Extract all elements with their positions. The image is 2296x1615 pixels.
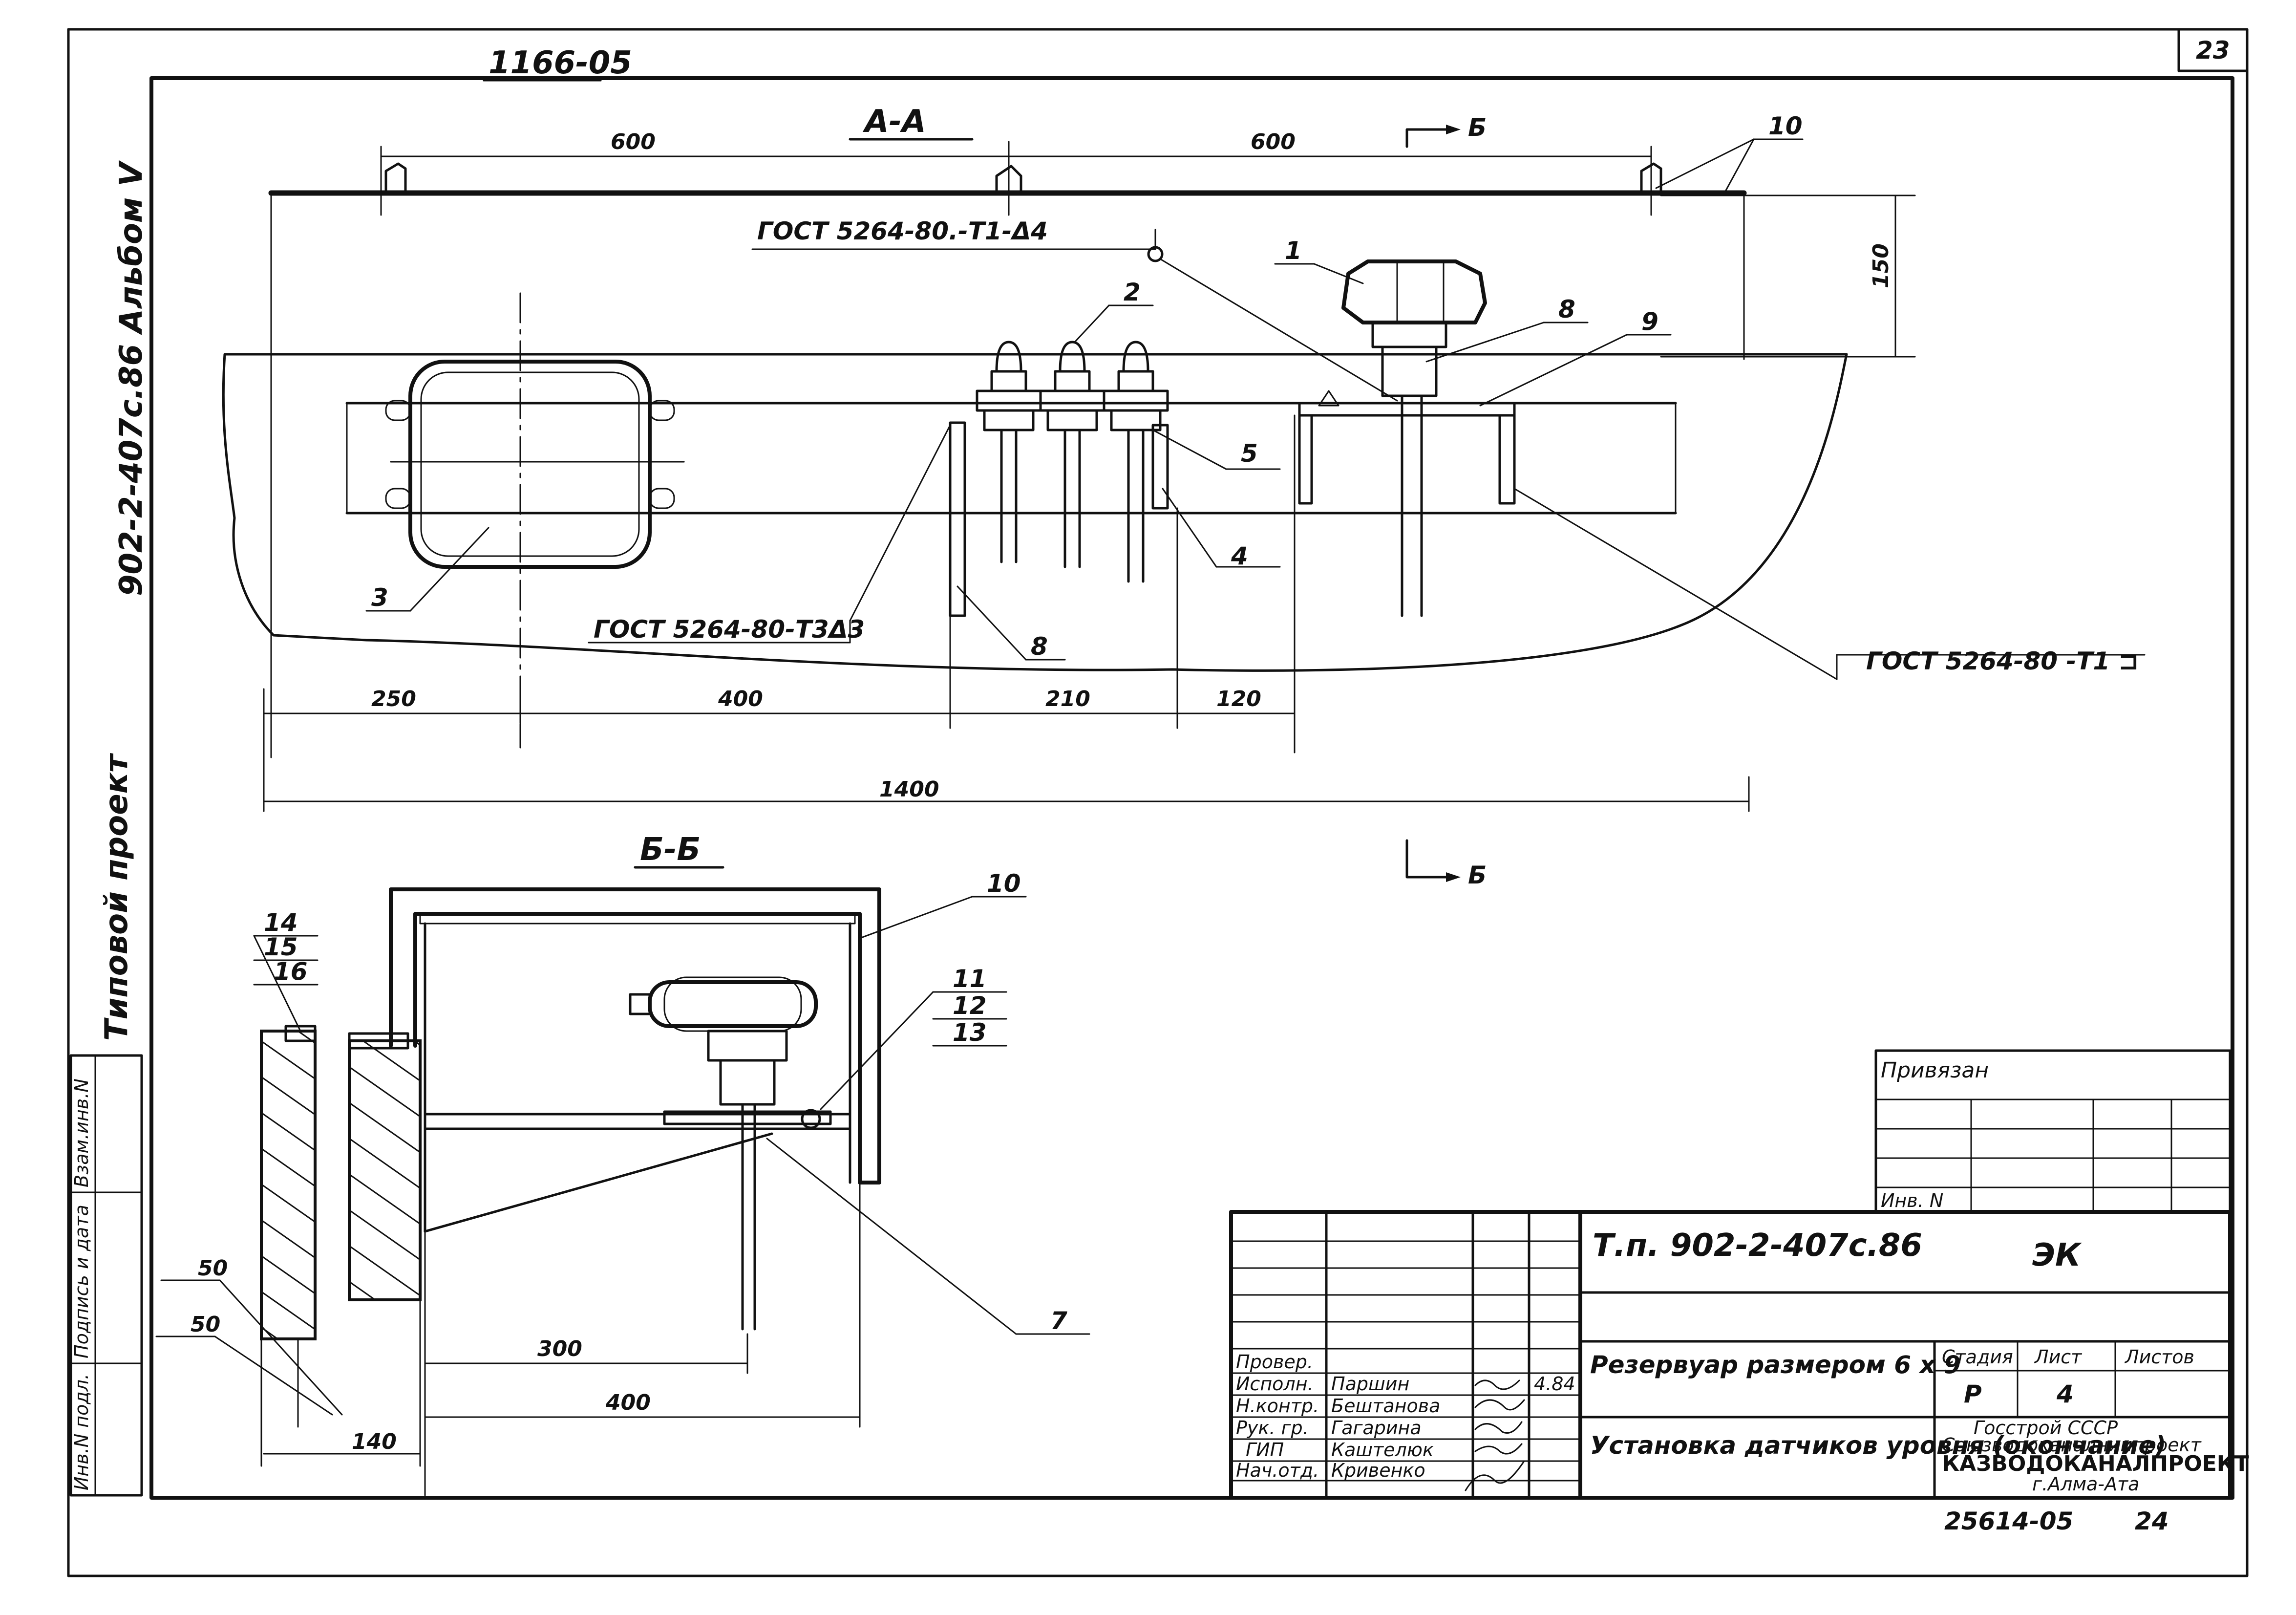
name-executor: Паршин: [1331, 1373, 1409, 1395]
lug: [384, 162, 407, 194]
binding-header: Привязан: [1881, 1058, 1989, 1083]
role-gip: ГИП: [1246, 1439, 1284, 1461]
doc-code: 1166-05: [489, 45, 632, 81]
stamp-column: Инв.N подл. Подпись и дата Взам.инв.N: [69, 1054, 143, 1497]
electrode-group: [976, 341, 1169, 583]
section-aa-title: А-А: [862, 104, 926, 140]
callout-12: 12: [953, 991, 987, 1020]
inner-frame: [149, 76, 2234, 1500]
callout-10-a: 10: [1768, 112, 1803, 140]
name-group-lead: Гагарина: [1331, 1417, 1422, 1439]
outer-border: [67, 28, 2249, 1577]
dim-bottom-4: 120: [1216, 687, 1261, 711]
callout-1: 1: [1285, 237, 1302, 265]
callout-11: 11: [953, 965, 987, 993]
level-sensor: [1341, 259, 1487, 617]
stage-header: Стадия: [1942, 1346, 2013, 1368]
callout-15: 15: [264, 933, 298, 961]
side-title-project: Типовой проект: [99, 753, 135, 1041]
callout-8-b: 8: [1558, 295, 1575, 323]
weld-note-1: ГОСТ 5264-80.-Т1-Δ4: [757, 217, 1048, 245]
signature-mark: [1474, 1399, 1525, 1411]
section-bb: Б-Б 10 11 12 13: [155, 832, 1090, 1496]
org-line-1: Госстрой СССР: [1974, 1417, 2118, 1439]
sheet-no-value: 4: [2056, 1380, 2074, 1408]
role-check: Провер.: [1236, 1351, 1313, 1373]
object-name: Резервуар размером 6 х 9: [1590, 1351, 1961, 1379]
signature-mark: [1465, 1460, 1525, 1491]
dim-total: 1400: [879, 777, 939, 802]
cover-box: [389, 887, 881, 1184]
title-block: Провер. Исполн. Паршин 4.84 Н.контр. Беш…: [1229, 1210, 2249, 1535]
stamp-inv-label: Инв.N подл.: [71, 1374, 92, 1490]
tank-wall-outline: [222, 353, 1848, 672]
callout-3: 3: [371, 583, 388, 612]
callout-4: 4: [1231, 542, 1248, 570]
callout-9: 9: [1641, 307, 1658, 336]
role-executor: Исполн.: [1236, 1373, 1314, 1395]
designation: Т.п. 902-2-407с.86: [1593, 1227, 1922, 1264]
role-norm-control: Н.контр.: [1236, 1395, 1319, 1417]
dim-bb-400: 400: [605, 1390, 651, 1415]
org-line-3: КАЗВОДОКАНАЛПРОЕКТ: [1942, 1451, 2249, 1476]
stamp-sign-label: Подпись и дата: [71, 1205, 92, 1358]
dim-bottom-2: 400: [718, 687, 763, 711]
bottom-page: 24: [2135, 1507, 2169, 1535]
name-dept-head: Кривенко: [1331, 1460, 1425, 1481]
lug: [995, 165, 1022, 194]
callout-10-b: 10: [987, 869, 1021, 898]
sheet-corner-number: 23: [2196, 36, 2230, 65]
role-group-lead: Рук. гр.: [1236, 1417, 1309, 1439]
signature-mark: [1474, 1443, 1523, 1455]
callout-13: 13: [953, 1018, 987, 1047]
role-dept-head: Нач.отд.: [1236, 1460, 1319, 1481]
callout-7: 7: [1050, 1307, 1067, 1335]
org-line-2: Союзводоканалниипроект: [1942, 1434, 2202, 1456]
weld-note-3: ГОСТ 5264-80 -Т1 ⊐: [1866, 647, 2139, 675]
stamp-replace-label: Взам.инв.N: [71, 1078, 92, 1187]
junction-box: [408, 360, 652, 569]
callout-16: 16: [274, 957, 308, 986]
dim-top-left: 600: [611, 129, 656, 154]
stage-value: Р: [1964, 1380, 1982, 1408]
name-gip: Каштелюк: [1331, 1439, 1434, 1461]
dim-bb-50a: 50: [198, 1256, 228, 1281]
side-title-album: 902-2-407с.86 Альбом V: [113, 160, 149, 596]
lug: [1640, 162, 1662, 194]
binding-table: Привязан Инв. N: [1874, 1049, 2232, 1213]
weld-note-2: ГОСТ 5264-80-Т3Δ3: [594, 615, 865, 644]
callout-2: 2: [1124, 278, 1141, 306]
dim-top-right: 600: [1251, 129, 1296, 154]
name-norm-control: Бештанова: [1331, 1395, 1440, 1417]
dim-bb-50b: 50: [191, 1312, 220, 1337]
binding-inv-label: Инв. N: [1881, 1190, 1943, 1211]
section-bb-title: Б-Б: [640, 832, 701, 868]
cut-mark-bottom: Б: [1468, 861, 1487, 889]
dim-bottom-3: 210: [1045, 687, 1090, 711]
sheet-header: Лист: [2034, 1346, 2083, 1368]
signature-mark: [1474, 1421, 1523, 1434]
org-line-4: г.Алма-Ата: [2032, 1473, 2139, 1495]
cut-mark-top: Б: [1468, 113, 1487, 142]
level-sensor-side: [629, 976, 818, 1331]
signature-mark: [1474, 1379, 1520, 1390]
sheets-header: Листов: [2124, 1346, 2194, 1368]
callout-5: 5: [1241, 439, 1258, 468]
dim-height: 150: [1869, 243, 1893, 288]
dim-bb-300: 300: [537, 1336, 582, 1361]
sheet-name: Установка датчиков уровня (окончание): [1590, 1431, 2166, 1460]
callout-8-a: 8: [1031, 632, 1048, 661]
mark: ЭК: [2032, 1237, 2082, 1273]
section-aa: А-А 600 600 150 10: [222, 104, 2146, 889]
date-executor: 4.84: [1534, 1373, 1575, 1395]
dim-bb-140: 140: [352, 1429, 397, 1454]
dim-bottom-1: 250: [371, 687, 416, 711]
bottom-code: 25614-05: [1944, 1507, 2073, 1535]
callout-14: 14: [264, 908, 298, 937]
